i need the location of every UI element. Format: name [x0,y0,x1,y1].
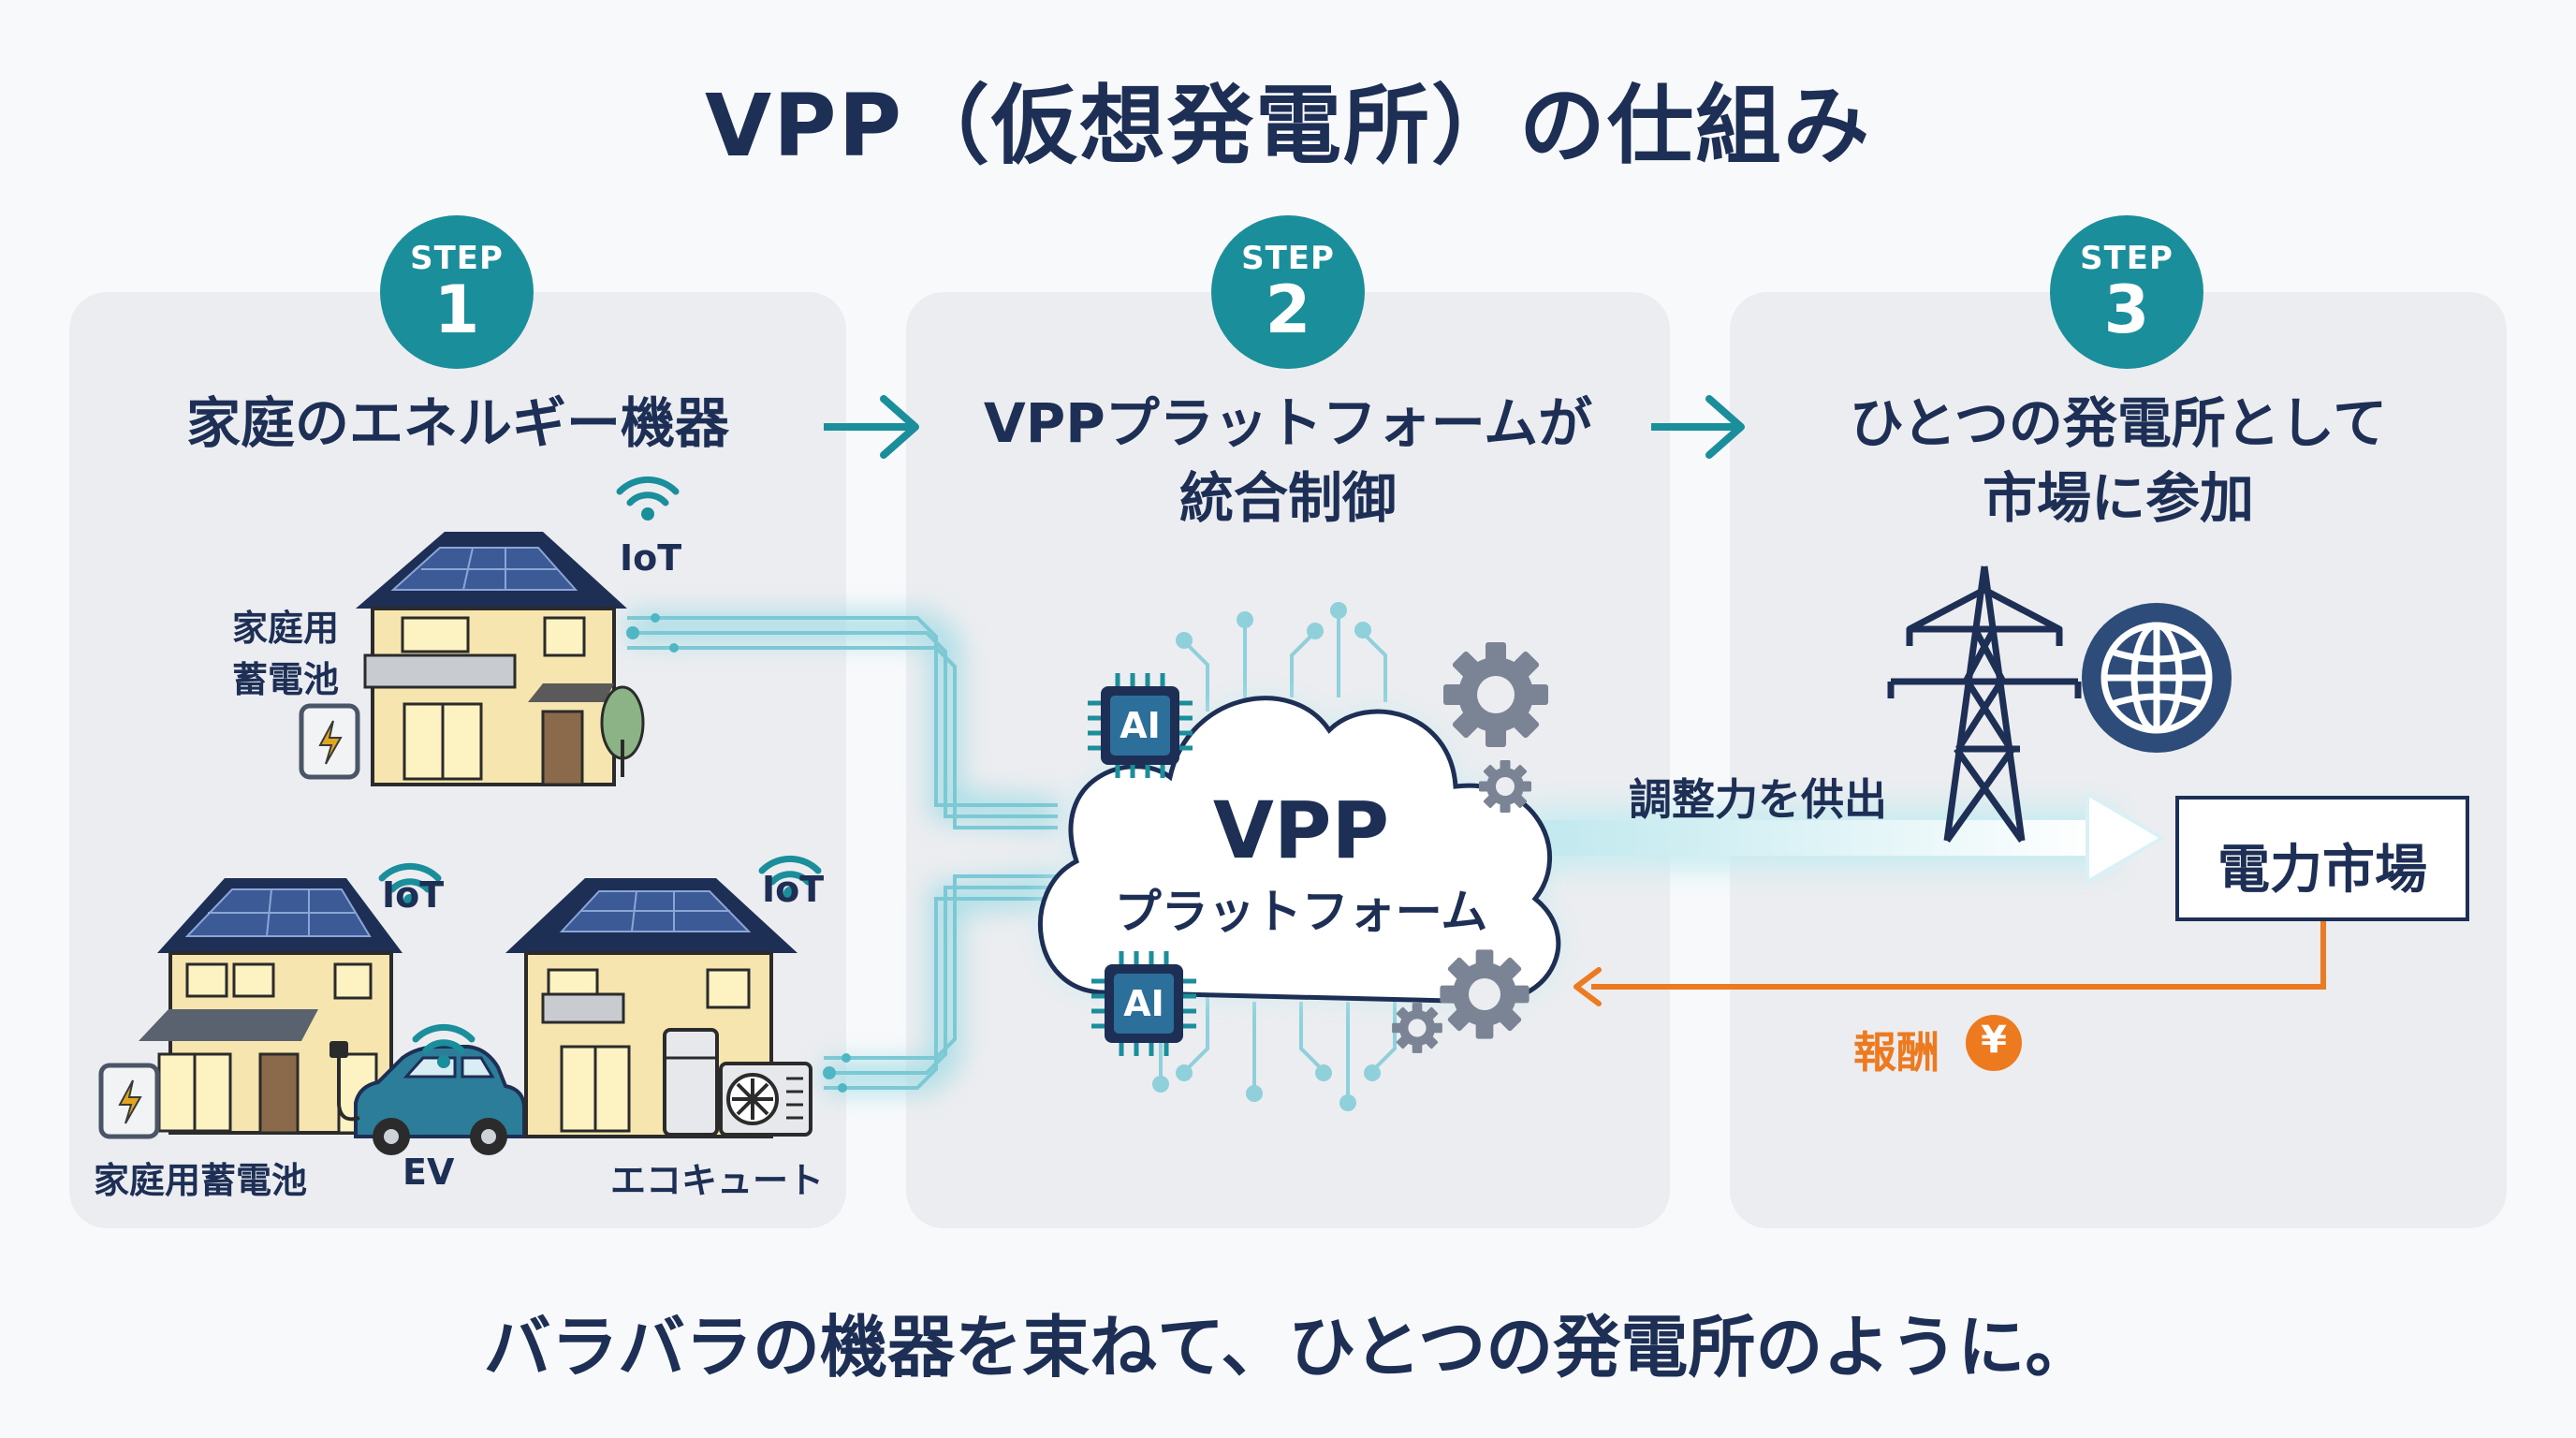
data-flow-lines [626,611,1060,1093]
step-badge-label: STEP [410,240,504,277]
iot-label: IoT [382,874,445,916]
page-title: VPP（仮想発電所）の仕組み [704,76,1872,176]
ai-chip-label: AI [1120,705,1161,746]
ecocute-illustration [663,1028,812,1137]
gear-icon [1440,949,1530,1039]
step-2-heading: VPPプラットフォームが 統合制御 [906,386,1670,536]
wifi-icon [620,479,676,521]
iot-label: IoT [620,537,682,579]
step-arrow-1-icon [824,395,919,459]
globe-icon [2082,603,2232,753]
battery-icon [301,706,358,777]
step-badge-label: STEP [1241,240,1335,277]
step-3-heading-line1: ひとつの発電所として [1849,391,2388,455]
footer-caption: バラバラの機器を束ねて、ひとつの発電所のように。 [483,1308,2093,1387]
step-number: 1 [433,271,480,348]
house-left-illustration [139,878,402,1135]
gear-icon [1443,642,1548,747]
step-3-heading: ひとつの発電所として 市場に参加 [1730,386,2507,536]
house-right-illustration [505,878,798,1138]
gear-icon [1392,1003,1442,1053]
device-label-ecocute: エコキュート [610,1160,825,1201]
iot-label: IoT [762,869,825,910]
step-3-heading-line2: 市場に参加 [1982,466,2254,530]
device-label-ev: EV [402,1152,455,1193]
step-2-heading-line1: VPPプラットフォームが [983,391,1593,455]
device-label-home-battery: 家庭用蓄電池 [94,1160,308,1201]
battery-icon [101,1065,157,1137]
circuit-traces [1152,602,1397,1111]
step-1-badge: STEP 1 [380,215,534,369]
ev-car-illustration [329,1041,526,1155]
vpp-platform-subtitle: プラットフォーム [1114,885,1488,939]
reward-label: 報酬 [1853,1027,1939,1078]
step-3-panel [1730,292,2507,1228]
power-market-label: 電力市場 [2217,840,2427,901]
house-top-illustration [356,532,645,786]
step-arrow-2-icon [1651,395,1745,459]
vpp-cloud [1037,696,1561,1005]
transmission-tower-icon [1887,565,2082,844]
step-3-badge: STEP 3 [2050,215,2203,369]
step-2-heading-line2: 統合制御 [1178,466,1397,530]
power-market-box [2175,796,2469,921]
step-number: 3 [2103,271,2150,348]
step-2-badge: STEP 2 [1211,215,1365,369]
reward-arrow-icon [1573,921,2326,1006]
home-battery-label: 家庭用 蓄電池 [232,608,340,700]
ai-chip-label: AI [1123,983,1164,1024]
yen-symbol: ¥ [1981,1019,2007,1062]
step-1-heading: 家庭のエネルギー機器 [185,391,729,455]
step-number: 2 [1265,271,1311,348]
vpp-platform-name: VPP [1212,785,1390,876]
step-badge-label: STEP [2080,240,2174,277]
yen-coin-icon [1966,1015,2022,1071]
supply-label: 調整力を供出 [1629,774,1887,825]
